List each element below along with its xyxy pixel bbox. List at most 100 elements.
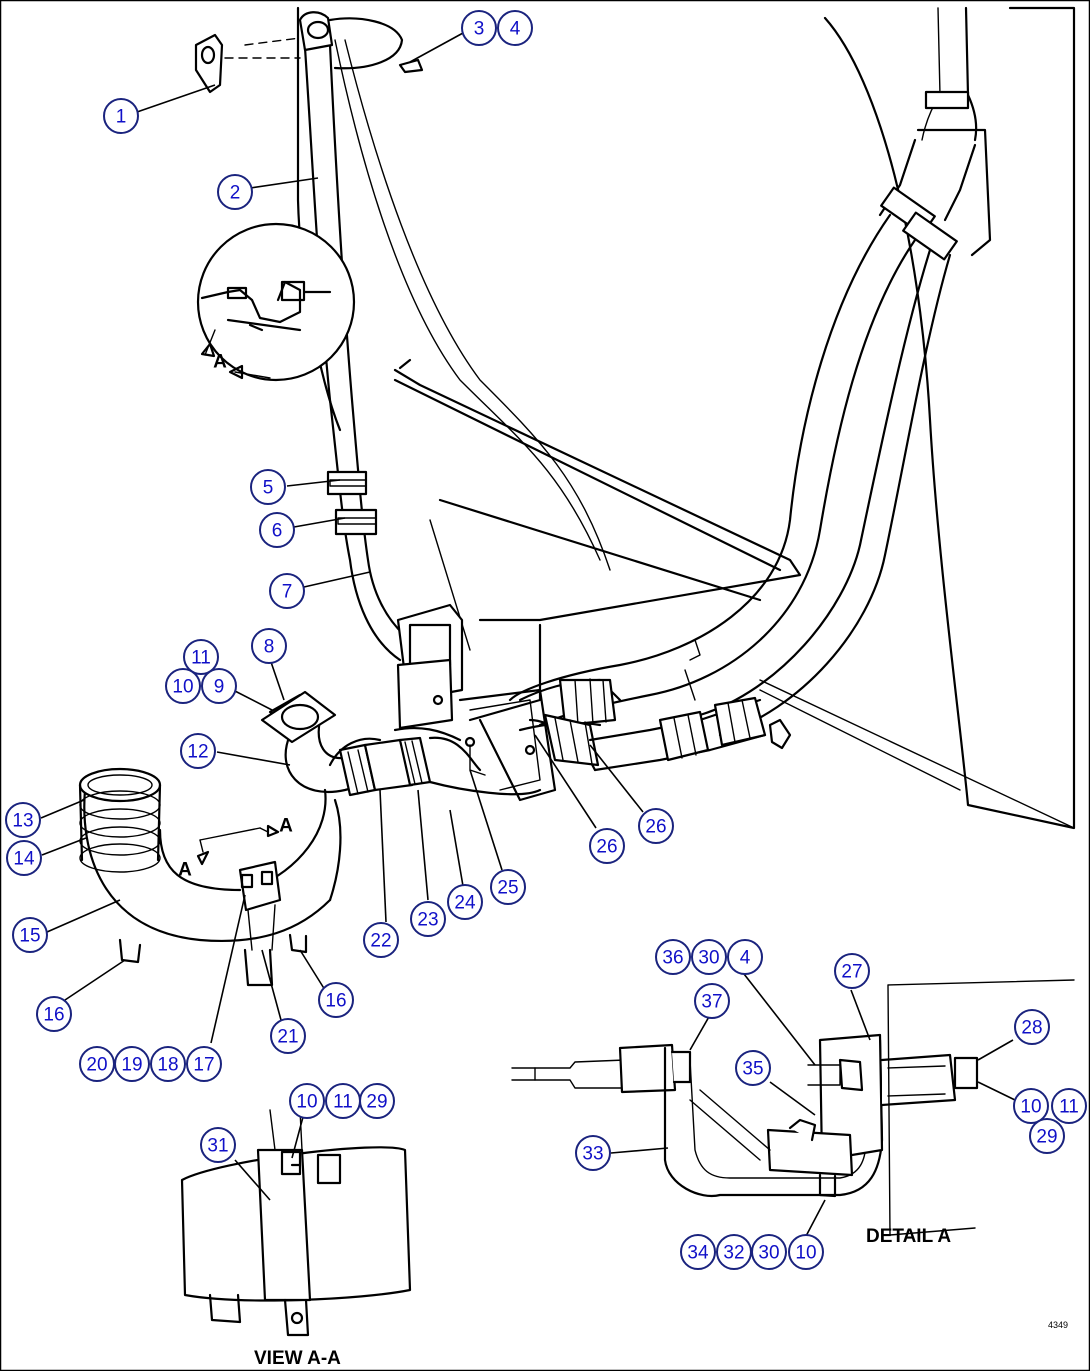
callout-circle [735, 1050, 771, 1086]
callout-label: 4 [510, 19, 521, 40]
callout-circle [186, 1046, 222, 1082]
callout-10: 10 [788, 1234, 824, 1270]
callout-label: 7 [282, 582, 293, 603]
callout-10: 10 [1013, 1088, 1049, 1124]
callout-circle [680, 1234, 716, 1270]
callout-label: 18 [157, 1055, 178, 1076]
callout-circle [638, 808, 674, 844]
callout-label: 35 [742, 1059, 763, 1080]
callout-circle [1014, 1009, 1050, 1045]
callout-label: 29 [366, 1092, 387, 1113]
callout-circle [461, 10, 497, 46]
callout-18: 18 [150, 1046, 186, 1082]
callout-circle [788, 1234, 824, 1270]
callout-16: 16 [36, 996, 72, 1032]
callout-29: 29 [1029, 1118, 1065, 1154]
callout-label: 31 [207, 1136, 228, 1157]
callout-circle [150, 1046, 186, 1082]
callout-circle [490, 869, 526, 905]
callout-24: 24 [447, 884, 483, 920]
callout-label: 4 [740, 948, 751, 969]
leader-lines [40, 32, 1016, 1239]
callout-4: 4 [727, 939, 763, 975]
coolant-hose-1 [508, 213, 892, 702]
callout-32: 32 [716, 1234, 752, 1270]
callout-33: 33 [575, 1135, 611, 1171]
callout-label: 10 [172, 677, 193, 698]
callout-7: 7 [269, 573, 305, 609]
callout-label: 19 [121, 1055, 142, 1076]
callout-label: 22 [370, 931, 391, 952]
callout-circle [6, 840, 42, 876]
enclosure-panel [823, 6, 1076, 830]
callout-10: 10 [289, 1083, 325, 1119]
callout-label: 26 [645, 817, 666, 838]
callout-26: 26 [589, 828, 625, 864]
callout-34: 34 [680, 1234, 716, 1270]
callout-30: 30 [691, 939, 727, 975]
callout-label: 21 [277, 1027, 298, 1048]
callout-circle [359, 1083, 395, 1119]
callout-circle [12, 917, 48, 953]
callout-circle [183, 639, 219, 675]
callout-25: 25 [490, 869, 526, 905]
intake-tube-12 [284, 733, 422, 793]
callout-circle [497, 10, 533, 46]
callout-circle [1051, 1088, 1087, 1124]
callout-label: 1 [116, 107, 127, 128]
callout-circle [655, 939, 691, 975]
callout-label: 14 [13, 849, 35, 870]
callout-5: 5 [250, 469, 286, 505]
detail-a-callout-circle [196, 222, 356, 382]
callout-35: 35 [735, 1050, 771, 1086]
callout-label: 25 [497, 878, 518, 899]
callout-3: 3 [461, 10, 497, 46]
callout-label: 10 [1020, 1097, 1041, 1118]
callout-label: 23 [417, 910, 438, 931]
section-letter-a-detail: A [213, 352, 227, 373]
callout-label: 10 [296, 1092, 317, 1113]
callout-circle [269, 573, 305, 609]
callout-6: 6 [259, 512, 295, 548]
callout-circle [1013, 1088, 1049, 1124]
callout-23: 23 [410, 901, 446, 937]
vertical-tube-2 [303, 46, 402, 662]
callout-14: 14 [6, 840, 42, 876]
callout-12: 12 [180, 733, 216, 769]
callout-9: 9 [201, 668, 237, 704]
callout-label: 30 [758, 1243, 779, 1264]
callout-label: 10 [795, 1243, 816, 1264]
callout-4: 4 [497, 10, 533, 46]
callout-circle [79, 1046, 115, 1082]
callout-label: 28 [1021, 1018, 1042, 1039]
line-art [78, 6, 1076, 1337]
callout-26: 26 [638, 808, 674, 844]
callout-28: 28 [1014, 1009, 1050, 1045]
callout-circle [410, 901, 446, 937]
callout-1: 1 [103, 98, 139, 134]
callout-label: 11 [191, 648, 211, 669]
callout-circle [259, 512, 295, 548]
callout-19: 19 [114, 1046, 150, 1082]
callout-label: 17 [193, 1055, 214, 1076]
callout-circle [727, 939, 763, 975]
callout-label: 30 [698, 948, 719, 969]
section-letter-a-right: A [279, 816, 293, 837]
callout-circle [5, 802, 41, 838]
view-a-a-caption: VIEW A-A [254, 1348, 341, 1369]
callout-circle [694, 983, 730, 1019]
callout-20: 20 [79, 1046, 115, 1082]
callout-11: 11 [1051, 1088, 1087, 1124]
callout-label: 16 [325, 991, 346, 1012]
callout-label: 6 [272, 521, 283, 542]
callout-circle [691, 939, 727, 975]
callout-11: 11 [183, 639, 219, 675]
figure-id: 4349 [1048, 1320, 1068, 1330]
callout-circle [250, 469, 286, 505]
callout-circle [270, 1018, 306, 1054]
callout-circle [834, 953, 870, 989]
callout-30: 30 [751, 1234, 787, 1270]
